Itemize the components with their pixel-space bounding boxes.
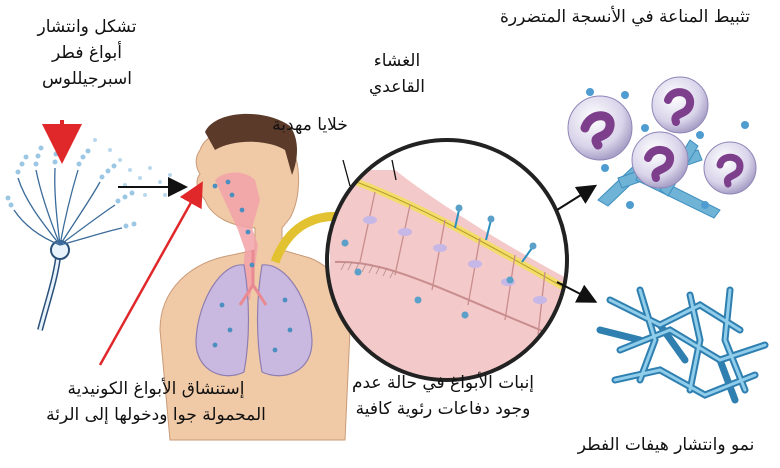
basement-membrane-line-2: القاعدي — [342, 74, 452, 100]
hyphae-growth-label: نمو وانتشار هيفات الفطر — [560, 432, 772, 458]
germination-label: إنبات الأبواغ في حالة عدم وجود دفاعات رئ… — [318, 370, 568, 422]
inhalation-line-1: إستنشاق الأبواغ الكونيدية — [6, 376, 306, 402]
immune-suppression-label: تثبيط المناعة في الأنسجة المتضررة — [480, 4, 770, 30]
aspergillus-conidiophore-icon — [6, 120, 183, 330]
spore-formation-line-3: اسبرجيللوس — [12, 66, 162, 92]
ciliated-cells-pointer — [343, 160, 350, 186]
inhalation-line-2: المحمولة جوا ودخولها إلى الرئة — [6, 402, 306, 428]
spore-formation-line-1: تشكل وانتشار — [12, 14, 162, 40]
germination-line-2: وجود دفاعات رئوية كافية — [318, 396, 568, 422]
immune-arrow — [557, 188, 592, 210]
spore-formation-line-2: أبواغ فطر — [12, 40, 162, 66]
lung-tissue-zoom — [327, 140, 570, 400]
ciliated-cells-label: خلايا مهدبة — [250, 112, 370, 138]
immune-cells-panel — [568, 77, 756, 218]
basement-membrane-line-1: الغشاء — [342, 48, 452, 74]
spore-formation-label: تشكل وانتشار أبواغ فطر اسبرجيللوس — [12, 14, 162, 92]
germination-line-1: إنبات الأبواغ في حالة عدم — [318, 370, 568, 396]
basement-membrane-label: الغشاء القاعدي — [342, 48, 452, 100]
inhalation-label: إستنشاق الأبواغ الكونيدية المحمولة جوا و… — [6, 376, 306, 428]
